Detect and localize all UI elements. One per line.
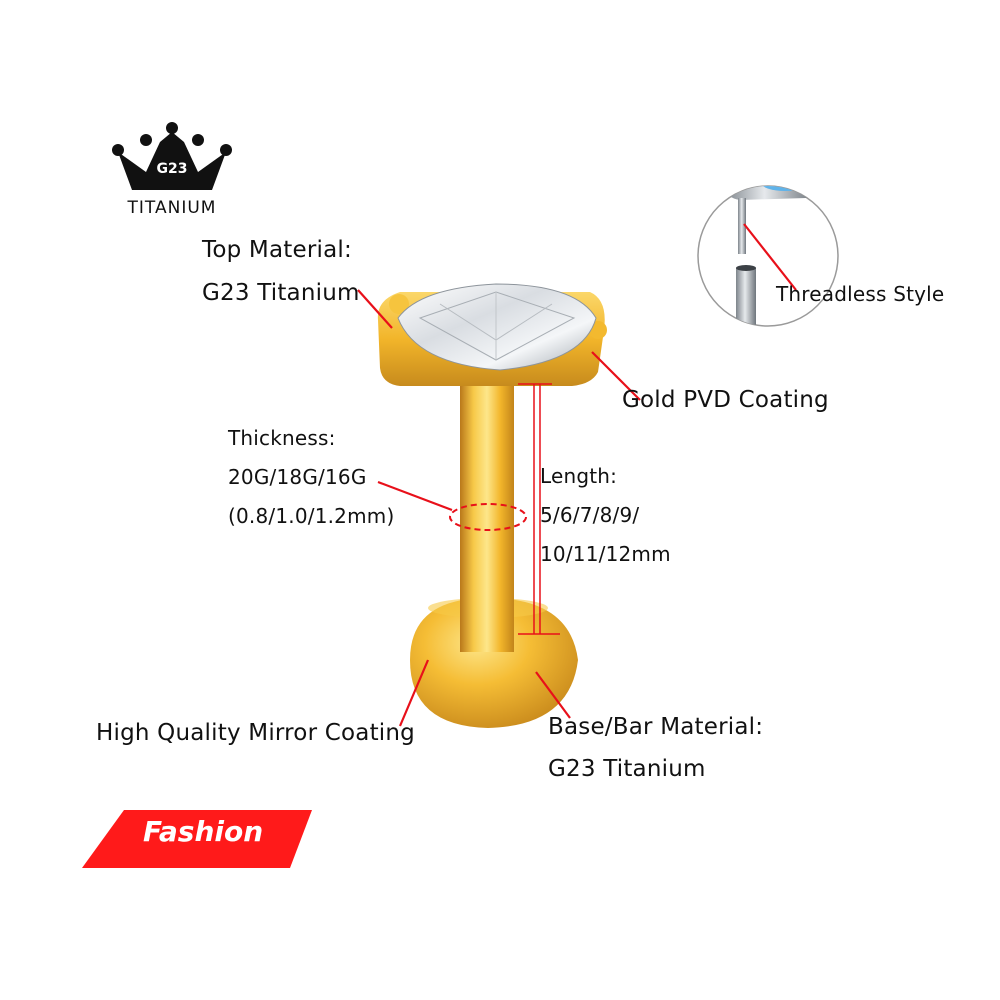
- fashion-badge: [82, 810, 312, 868]
- base-material-title: Base/Bar Material:: [548, 714, 764, 740]
- pointer-lines: [357, 289, 641, 727]
- thickness-marker: [449, 503, 527, 531]
- crown-logo-icon: [112, 122, 232, 190]
- labret-stud: [377, 283, 607, 728]
- length-title: Length:: [540, 464, 618, 488]
- mirror-coating-label: High Quality Mirror Coating: [96, 720, 415, 746]
- gold-coating-label: Gold PVD Coating: [622, 387, 829, 413]
- base-material-value: G23 Titanium: [548, 756, 706, 782]
- length-values-1: 5/6/7/8/9/: [540, 503, 640, 527]
- thickness-gauges: 20G/18G/16G: [228, 465, 367, 489]
- crown-text: G23: [156, 161, 188, 177]
- threadless-inset: [697, 185, 839, 327]
- thickness-mm: (0.8/1.0/1.2mm): [228, 504, 395, 528]
- length-dimension: [518, 383, 560, 635]
- threadless-label: Threadless Style: [776, 282, 945, 306]
- length-values-2: 10/11/12mm: [540, 542, 671, 566]
- logo-brand-text: TITANIUM: [127, 198, 217, 218]
- top-material-value: G23 Titanium: [202, 280, 360, 306]
- fashion-badge-text: Fashion: [143, 815, 264, 848]
- thickness-title: Thickness:: [228, 426, 336, 450]
- top-material-title: Top Material:: [202, 237, 352, 263]
